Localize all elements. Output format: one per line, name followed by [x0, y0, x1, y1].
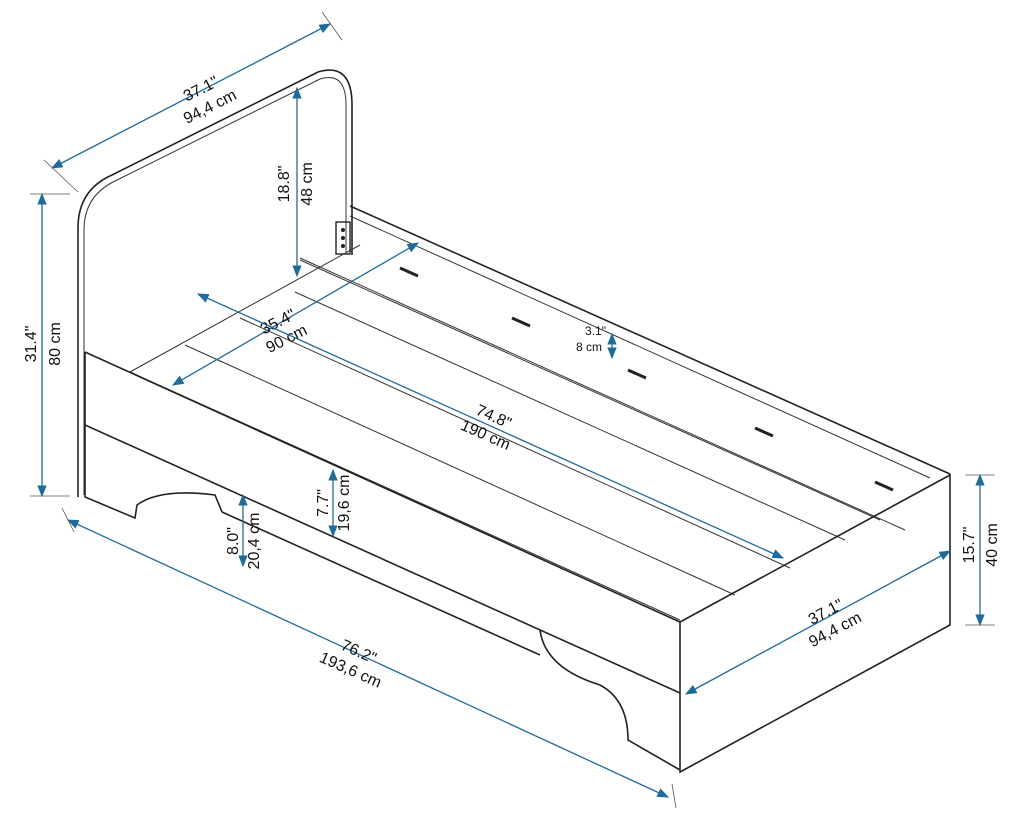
dim-footboard-height-in: 15.7"	[961, 527, 978, 564]
slats	[129, 244, 894, 621]
dim-side-rail-height-in: 7.7"	[315, 489, 332, 517]
dim-slat-depth-in: 3.1"	[585, 324, 606, 338]
dim-footboard-height: 15.7" 40 cm	[961, 473, 1001, 627]
dim-mattress-width: 35.4" 90 cm	[171, 242, 420, 386]
dim-floor-clearance-in: 8.0"	[225, 527, 242, 555]
dim-slat-depth: 3.1" 8 cm	[576, 324, 617, 360]
dim-headboard-height-cm: 48 cm	[299, 162, 316, 206]
dim-mattress-length: 74.8" 190 cm	[196, 293, 785, 559]
dim-total-height: 31.4" 80 cm	[23, 192, 70, 498]
dim-total-height-in: 31.4"	[23, 326, 40, 363]
dim-headboard-height: 18.8" 48 cm	[276, 86, 316, 278]
dim-footboard-width: 37.1" 94,4 cm	[684, 550, 952, 695]
side-rail	[84, 351, 681, 771]
dim-floor-clearance: 8.0" 20,4 cm	[225, 493, 263, 570]
dim-headboard-height-in: 18.8"	[276, 166, 293, 203]
bracket-icon	[335, 221, 351, 255]
dim-slat-depth-cm: 8 cm	[576, 340, 602, 354]
dim-floor-clearance-cm: 20,4 cm	[246, 513, 263, 570]
dim-side-rail-height: 7.7" 19,6 cm	[315, 468, 353, 538]
dim-footboard-height-cm: 40 cm	[984, 523, 1001, 567]
dim-total-height-cm: 80 cm	[47, 322, 64, 366]
dim-side-rail-height-cm: 19,6 cm	[336, 475, 353, 532]
headboard	[77, 69, 353, 497]
